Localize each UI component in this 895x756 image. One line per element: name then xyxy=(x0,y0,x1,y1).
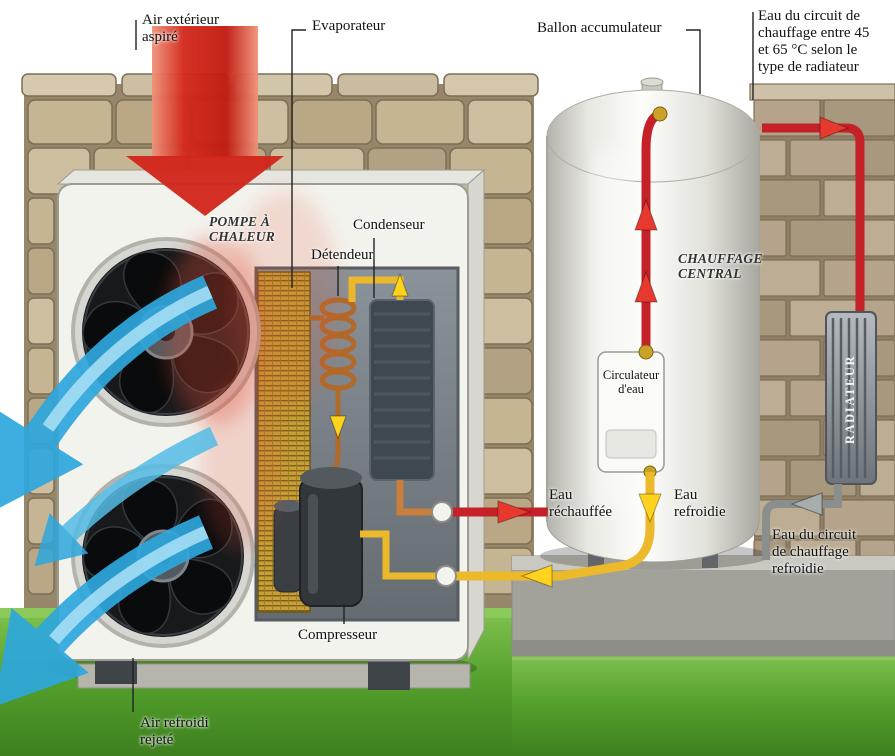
label-condenseur: Condenseur xyxy=(353,217,425,233)
leader-lines xyxy=(132,12,754,712)
flow-arrow-return xyxy=(790,492,823,516)
leader-evaporateur xyxy=(291,29,306,288)
label-radiateur-box: RADIATEUR xyxy=(826,314,876,484)
flow-arrow-radiator-supply xyxy=(819,116,850,140)
label-compresseur: Compresseur xyxy=(298,627,378,643)
label-ballon-accumulateur: Ballon accumulateur xyxy=(537,20,662,36)
flow-arrow-internal-down xyxy=(329,415,347,440)
label-eau-circuit-chaud: Eau du circuit de chauffage entre 45 et … xyxy=(758,8,870,76)
hot-air-arrow xyxy=(126,26,340,550)
leader-ballon xyxy=(686,29,701,94)
label-circulateur: Circulateur d'eau xyxy=(602,368,660,397)
flow-arrow-hot xyxy=(497,500,532,524)
flow-arrow-cold-down xyxy=(638,493,662,524)
label-radiateur: RADIATEUR xyxy=(843,354,858,444)
label-eau-circuit-refroidi: Eau du circuit de chauffage refroidie xyxy=(772,527,857,578)
label-pompe-a-chaleur: POMPE À CHALEUR xyxy=(209,214,275,245)
pipe-coupling-cold xyxy=(435,565,457,587)
condenser xyxy=(369,299,435,481)
flow-arrow-riser-2 xyxy=(634,198,658,231)
label-eau-rechauffee: Eau réchauffée xyxy=(549,487,613,521)
flow-arrow-riser-1 xyxy=(634,270,658,303)
return-pipe xyxy=(762,484,842,560)
label-chauffage-central: CHAUFFAGE CENTRAL xyxy=(678,251,763,282)
label-detendeur: Détendeur xyxy=(311,247,374,263)
flow-arrow-internal-up xyxy=(391,272,409,297)
radiator xyxy=(762,116,877,560)
compressor xyxy=(273,467,363,607)
label-eau-refroidie: Eau refroidie xyxy=(674,487,726,521)
cold-pipe-tank-to-unit xyxy=(452,472,655,581)
label-air-exterieur: Air extérieur aspiré xyxy=(142,12,220,46)
cold-air-arrows xyxy=(0,275,219,707)
label-air-refroidi: Air refroidi rejeté xyxy=(140,715,209,749)
label-evaporateur: Evaporateur xyxy=(312,18,386,34)
pipe-coupling-hot xyxy=(431,501,453,523)
circulator-box xyxy=(597,106,668,479)
water-pipes xyxy=(431,472,662,588)
flow-arrow-cold-left xyxy=(520,564,553,588)
